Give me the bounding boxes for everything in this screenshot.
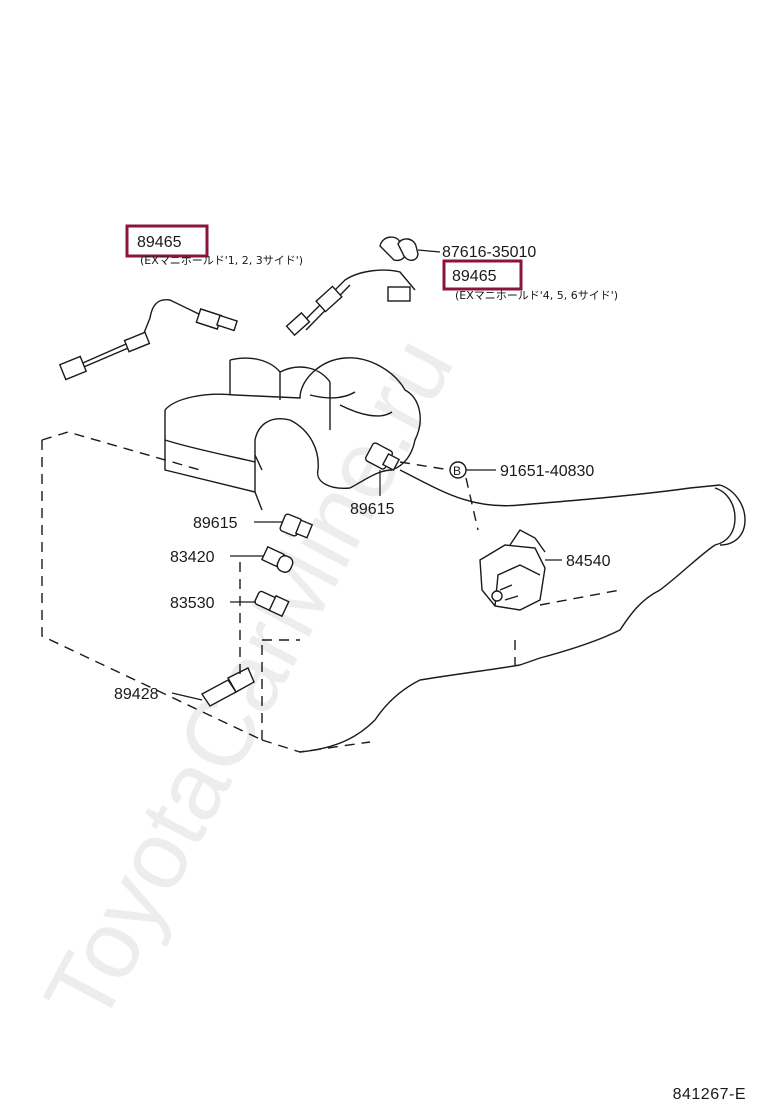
part-number-o2-sensor-right[interactable]: 89465 [452, 268, 497, 285]
clamp-leader [417, 249, 441, 253]
transmission-outline [299, 469, 746, 753]
diagram-code: 841267-E [672, 1086, 746, 1103]
engine-block-outline [41, 431, 371, 753]
note-o2-sensor-right: (EXマニホールド'4, 5, 6サイド') [455, 289, 618, 302]
oil-pressure-switch-83530[interactable] [254, 590, 290, 618]
note-o2-sensor-left: (EXマニホールド'1, 2, 3サイド') [140, 254, 303, 267]
transmission-rear-flange [714, 487, 736, 546]
o2-sensor-left-highlight [125, 224, 209, 258]
part-number-clamp[interactable]: 87616-35010 [442, 244, 536, 261]
oxygen-sensor-left[interactable] [58, 298, 238, 381]
oil-pressure-sensor-83420[interactable] [260, 545, 295, 574]
neutral-switch-84540[interactable] [479, 529, 546, 611]
oxygen-sensor-right[interactable] [285, 269, 416, 337]
svg-text:B: B [453, 464, 461, 478]
water-temp-sensor-89428[interactable] [200, 667, 255, 707]
clamp-part[interactable] [379, 236, 419, 262]
o2-sensor-right-highlight [442, 259, 523, 291]
part-number-84540[interactable]: 84540 [566, 553, 611, 570]
engine-top-assembly [164, 357, 421, 511]
temp-sensor-89615-left[interactable] [279, 513, 314, 539]
intake-runner [254, 391, 393, 471]
part-number-89615-left[interactable]: 89615 [193, 515, 238, 532]
part-number-89615-top[interactable]: 89615 [350, 501, 395, 518]
sensor-89428-leader [171, 692, 203, 701]
bolt-install-line [399, 461, 479, 531]
part-number-89428[interactable]: 89428 [114, 686, 159, 703]
part-number-bolt[interactable]: 91651-40830 [500, 463, 594, 480]
transmission-inner-outline [262, 589, 621, 665]
bolt-part[interactable]: B [449, 461, 467, 479]
part-number-o2-sensor-left[interactable]: 89465 [137, 234, 182, 251]
part-number-83530[interactable]: 83530 [170, 595, 215, 612]
temp-sensor-89615-top[interactable] [364, 442, 401, 472]
part-number-83420[interactable]: 83420 [170, 549, 215, 566]
